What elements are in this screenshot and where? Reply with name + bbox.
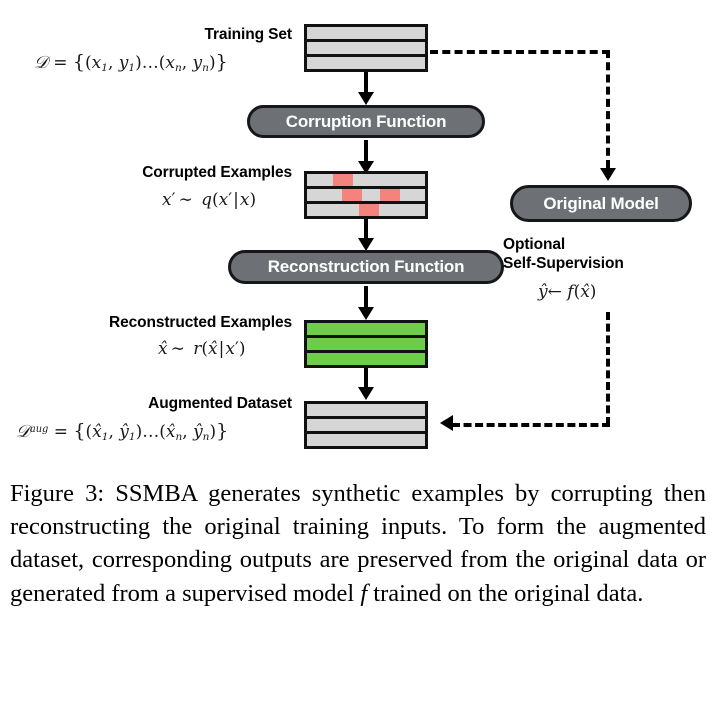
dashed-model-to-augmented-vertical xyxy=(606,312,610,425)
ssmba-pipeline-diagram: Training Set 𝒟 = {(x1, y1)…(xn, yn)} Cor… xyxy=(16,24,692,449)
reconstructed-examples-row xyxy=(307,350,425,365)
reconstruction-function-node[interactable]: Reconstruction Function xyxy=(228,250,504,284)
corruption-mask xyxy=(332,174,353,186)
arrow-reconstructed-to-augmented-head xyxy=(358,387,374,400)
reconstructed-examples-row xyxy=(307,335,425,350)
original-model-node[interactable]: Original Model xyxy=(510,185,692,222)
caption-part2: trained on the original data. xyxy=(367,579,644,607)
caption-part1: Figure 3: SSMBA generates synthetic exam… xyxy=(10,480,706,607)
corrupted-examples-box xyxy=(304,171,428,219)
training-set-formula: 𝒟 = {(x1, y1)…(xn, yn)} xyxy=(34,51,228,74)
self-supervision-formula: ŷ← f(x̂) xyxy=(538,282,597,302)
dashed-training-to-model-head xyxy=(600,168,616,181)
caption-italic-symbol: f xyxy=(360,579,368,607)
training-set-row xyxy=(307,27,425,39)
reconstructed-examples-row xyxy=(307,323,425,335)
augmented-dataset-row xyxy=(307,416,425,431)
augmented-dataset-box xyxy=(304,401,428,449)
arrow-corrupted-to-reconstruction xyxy=(364,219,368,241)
arrow-reconstruction-to-reconstructed xyxy=(364,286,368,310)
reconstructed-examples-label: Reconstructed Examples xyxy=(108,314,292,331)
arrow-corrupted-to-reconstruction-head xyxy=(358,238,374,251)
augmented-dataset-row xyxy=(307,404,425,416)
corrupted-examples-row xyxy=(307,174,425,186)
figure-caption: Figure 3: SSMBA generates synthetic exam… xyxy=(10,477,706,610)
corruption-mask xyxy=(358,204,379,216)
dashed-training-to-model-vertical xyxy=(606,50,610,168)
arrow-reconstructed-to-augmented xyxy=(364,368,368,390)
training-set-label: Training Set xyxy=(204,26,292,43)
corruption-mask xyxy=(342,189,363,201)
corrupted-examples-label: Corrupted Examples xyxy=(142,164,292,181)
reconstructed-examples-box xyxy=(304,320,428,368)
self-supervision-line2: Self-Supervision xyxy=(503,255,624,272)
training-set-box xyxy=(304,24,428,72)
dashed-model-to-augmented-head xyxy=(440,415,453,431)
arrow-reconstruction-to-reconstructed-head xyxy=(358,307,374,320)
training-set-row xyxy=(307,39,425,54)
reconstruction-function-label: Reconstruction Function xyxy=(267,257,465,276)
corruption-function-label: Corruption Function xyxy=(285,111,447,131)
augmented-dataset-row xyxy=(307,431,425,446)
corrupted-examples-formula: x′∼ q(x′|x) xyxy=(162,190,257,210)
corruption-mask xyxy=(380,189,401,201)
corrupted-examples-row xyxy=(307,186,425,201)
reconstructed-examples-formula: x̂∼ r(x̂|x′) xyxy=(158,339,246,359)
arrow-training-to-corruption xyxy=(364,72,368,94)
corrupted-examples-row xyxy=(307,201,425,216)
original-model-label: Original Model xyxy=(543,193,659,213)
arrow-corruption-to-corrupted xyxy=(364,140,368,164)
arrow-corruption-to-corrupted-head xyxy=(358,161,374,174)
dashed-training-to-model-horizontal xyxy=(430,50,610,54)
augmented-dataset-formula: 𝒟aug = {(x̂1, ŷ1)…(x̂n, ŷn)} xyxy=(16,420,229,443)
training-set-row xyxy=(307,54,425,69)
self-supervision-line1: Optional xyxy=(503,236,566,253)
augmented-dataset-label: Augmented Dataset xyxy=(148,395,292,412)
corruption-function-node[interactable]: Corruption Function xyxy=(247,105,485,138)
dashed-model-to-augmented-horizontal xyxy=(452,423,610,427)
arrow-training-to-corruption-head xyxy=(358,92,374,105)
